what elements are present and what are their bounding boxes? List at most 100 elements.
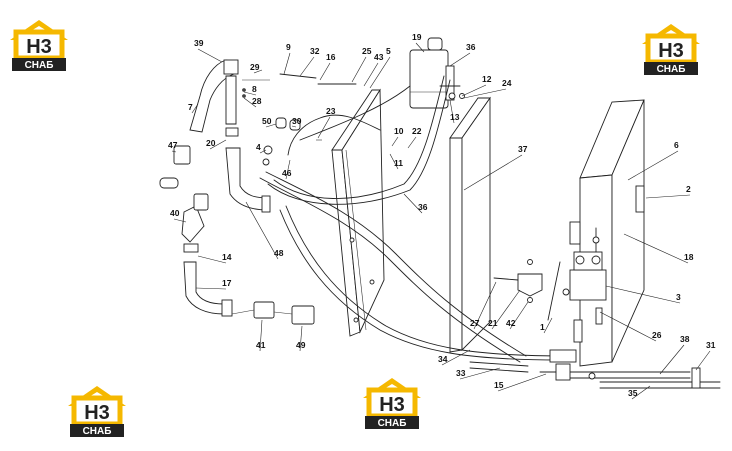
part-callout-6: 6 (674, 140, 679, 150)
leader-line-26 (599, 311, 657, 342)
logo-bottom-left: H3 CHAБ (66, 384, 128, 438)
part-callout-36: 36 (418, 202, 428, 212)
leader-line-35 (631, 385, 651, 400)
leader-line-15 (497, 373, 547, 392)
leader-line-32 (299, 56, 315, 77)
part-callout-3: 3 (676, 292, 681, 302)
brand-logo-icon: H3 CHAБ (68, 386, 126, 437)
leader-line-14 (197, 255, 227, 264)
part-callout-14: 14 (222, 252, 232, 262)
part-callout-13: 13 (450, 112, 460, 122)
bracket (493, 259, 543, 303)
part-callout-5: 5 (386, 46, 391, 56)
part-callout-33: 33 (456, 368, 466, 378)
part-callout-47: 47 (168, 140, 178, 150)
part-callout-35: 35 (628, 388, 638, 398)
part-callout-23: 23 (326, 106, 336, 116)
valve-assembly (547, 227, 607, 325)
leader-line-3 (605, 285, 681, 304)
svg-text:H3: H3 (84, 402, 110, 424)
part-callout-49: 49 (296, 340, 306, 350)
part-callout-18: 18 (684, 252, 694, 262)
part-callout-1: 1 (540, 322, 545, 332)
leader-line-41 (259, 319, 263, 352)
leader-lines (171, 42, 711, 400)
part-callout-41: 41 (256, 340, 266, 350)
condenser-panel (449, 96, 491, 353)
logo-bottom-center: H3 CHAБ (361, 376, 423, 430)
part-callout-48: 48 (274, 248, 284, 258)
part-callout-43: 43 (374, 52, 384, 62)
part-callout-20: 20 (206, 138, 216, 148)
part-callout-24: 24 (502, 78, 512, 88)
leader-line-23 (317, 116, 331, 139)
brand-logo-icon: H3 CHAБ (642, 24, 700, 75)
part-callout-38: 38 (680, 334, 690, 344)
leader-line-4 (259, 149, 267, 154)
leader-line-17 (195, 287, 227, 290)
part-callout-19: 19 (412, 32, 422, 42)
part-callout-46: 46 (282, 168, 292, 178)
part-callout-12: 12 (482, 74, 492, 84)
svg-text:H3: H3 (658, 40, 684, 62)
part-callout-30: 30 (292, 116, 302, 126)
svg-text:H3: H3 (379, 394, 405, 416)
leader-line-29 (253, 69, 263, 74)
intercooler-frame (331, 88, 385, 337)
leader-line-22 (407, 136, 417, 149)
part-callout-22: 22 (412, 126, 422, 136)
leader-line-2 (645, 194, 691, 199)
leader-line-40 (173, 218, 187, 223)
leader-line-10 (391, 136, 399, 147)
part-callout-4: 4 (256, 142, 261, 152)
leader-line-13 (449, 99, 455, 124)
brand-logo-icon: H3 CHAБ (363, 378, 421, 429)
leader-line-25 (351, 56, 367, 83)
radiator-panel (569, 99, 645, 367)
leader-line-43 (363, 62, 379, 87)
leader-line-12 (461, 84, 487, 97)
callout-labels: 1234567891011121314151617181920212223242… (168, 32, 716, 398)
leader-line-42 (509, 301, 529, 330)
leader-line-50 (265, 123, 277, 128)
leader-line-28 (243, 97, 257, 108)
svg-text:CHAБ: CHAБ (657, 64, 686, 75)
tee-fitting (539, 349, 701, 389)
leader-line-34 (441, 349, 471, 366)
leader-line-8 (243, 91, 257, 96)
leader-line-39 (197, 48, 223, 63)
part-callout-29: 29 (250, 62, 260, 72)
leader-line-24 (463, 88, 507, 99)
leader-line-38 (659, 344, 685, 375)
logo-top-right: H3 CHAБ (640, 22, 702, 76)
part-callout-27: 27 (470, 318, 480, 328)
part-callout-8: 8 (252, 84, 257, 94)
part-callout-25: 25 (362, 46, 372, 56)
leader-line-21 (491, 289, 521, 330)
leader-line-11 (389, 153, 399, 170)
part-callout-17: 17 (222, 278, 232, 288)
part-callout-26: 26 (652, 330, 662, 340)
leader-line-9 (283, 52, 291, 75)
part-callout-37: 37 (518, 144, 528, 154)
part-callout-40: 40 (170, 208, 180, 218)
part-callout-7: 7 (188, 102, 193, 112)
part-callout-15: 15 (494, 380, 504, 390)
leader-line-31 (695, 350, 711, 371)
leader-line-36b (403, 193, 423, 214)
part-callout-9: 9 (286, 42, 291, 52)
svg-text:CHAБ: CHAБ (25, 60, 54, 71)
part-callout-11: 11 (394, 158, 403, 168)
leader-line-49 (299, 325, 303, 352)
small-fittings (242, 73, 465, 166)
svg-text:CHAБ: CHAБ (83, 426, 112, 437)
expansion-tank (409, 37, 455, 109)
part-callout-16: 16 (326, 52, 336, 62)
leader-line-1 (543, 317, 553, 334)
part-callout-50: 50 (262, 116, 272, 126)
leader-line-6 (627, 150, 679, 181)
part-callout-10: 10 (394, 126, 404, 136)
leader-line-7 (191, 103, 199, 114)
leader-line-37 (463, 154, 523, 191)
